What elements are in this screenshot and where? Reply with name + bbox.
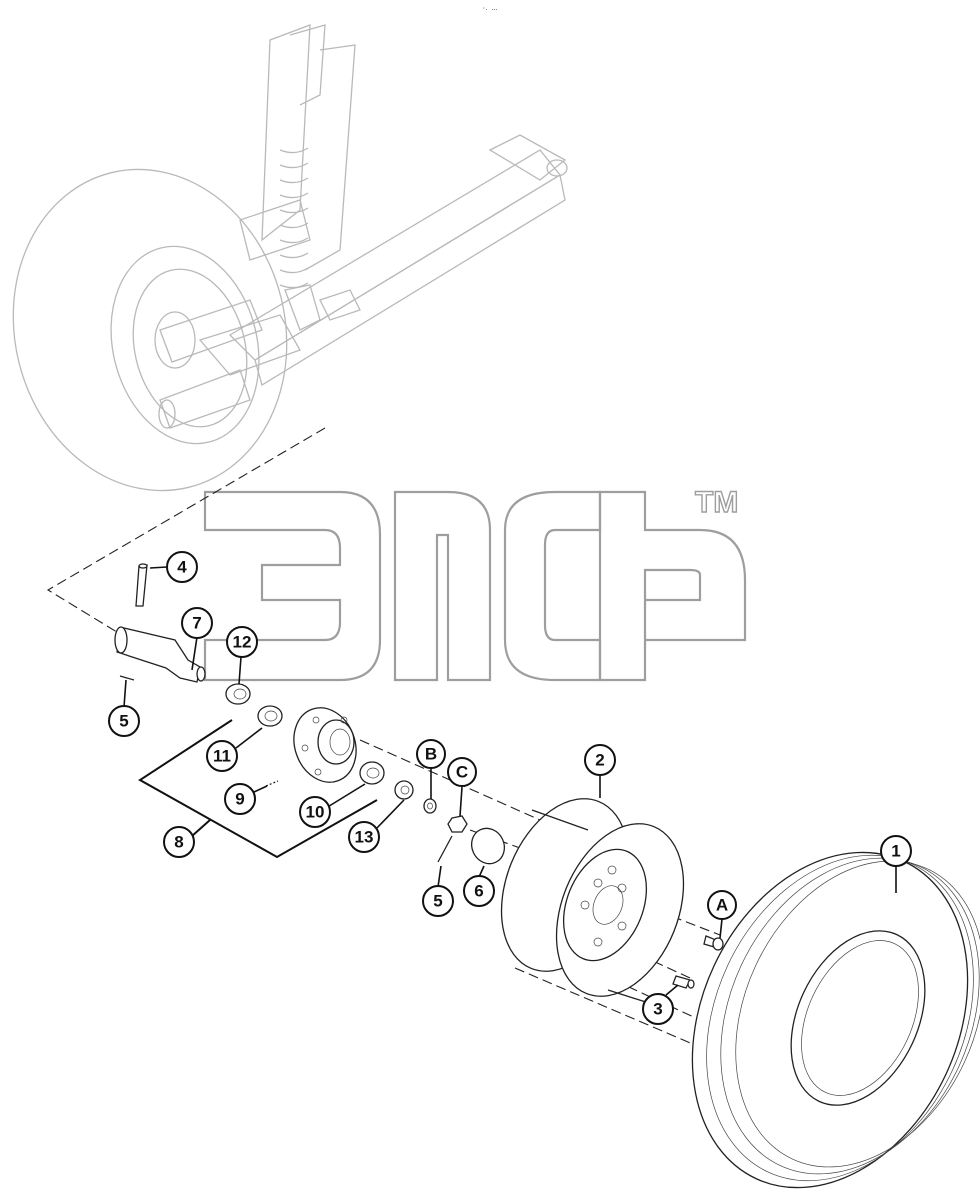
svg-text:1: 1 <box>891 842 900 861</box>
part-inner-bearing <box>257 705 283 727</box>
part-outer-bearing <box>359 761 385 785</box>
watermark-logo: TM <box>203 485 747 682</box>
svg-text:6: 6 <box>474 882 483 901</box>
leader-lines <box>123 566 897 996</box>
callout-a: A <box>707 890 737 920</box>
part-seal <box>225 683 251 705</box>
watermark-letter-p <box>393 490 492 682</box>
callout-13: 13 <box>348 821 380 853</box>
callout-7: 7 <box>181 607 213 639</box>
svg-text:2: 2 <box>595 751 604 770</box>
svg-text:3: 3 <box>653 1000 662 1019</box>
part-spindle <box>114 626 206 683</box>
ghost-tire <box>12 168 288 492</box>
callout-8: 8 <box>163 826 195 858</box>
svg-text:13: 13 <box>355 828 374 847</box>
ghost-beam <box>228 149 561 361</box>
svg-text:4: 4 <box>177 558 187 577</box>
svg-text:9: 9 <box>235 790 244 809</box>
ghost-spring <box>279 147 309 289</box>
part-hub <box>293 707 357 783</box>
callout-2: 2 <box>584 744 616 776</box>
part-castle-nut <box>447 815 468 833</box>
group-bracket <box>138 719 378 859</box>
callout-5-spindle: 5 <box>108 705 140 737</box>
svg-text:8: 8 <box>174 833 183 852</box>
svg-text:B: B <box>425 745 437 764</box>
svg-text:10: 10 <box>306 803 325 822</box>
svg-text:C: C <box>456 763 468 782</box>
part-pin <box>135 563 148 607</box>
watermark-letter-c <box>503 490 602 682</box>
svg-text:5: 5 <box>119 712 128 731</box>
callout-9: 9 <box>224 783 256 815</box>
svg-text:12: 12 <box>233 633 252 652</box>
callout-4: 4 <box>166 551 198 583</box>
part-hub-cap <box>470 827 506 865</box>
part-bearing-cone <box>394 780 414 800</box>
callout-12: 12 <box>226 626 258 658</box>
callout-6: 6 <box>463 875 495 907</box>
svg-text:5: 5 <box>433 892 442 911</box>
part-wheel-bolt <box>703 935 724 951</box>
callout-3: 3 <box>642 993 674 1025</box>
background-axle-assembly <box>12 24 568 492</box>
ghost-rim <box>110 245 260 445</box>
callout-11: 11 <box>206 740 238 772</box>
callout-1: 1 <box>880 835 912 867</box>
callout-10: 10 <box>299 796 331 828</box>
part-cotter-pin-1 <box>119 675 135 681</box>
part-grease-fitting <box>265 780 279 787</box>
ghost-bracket <box>261 24 311 242</box>
svg-text:7: 7 <box>192 614 201 633</box>
svg-text:11: 11 <box>213 747 231 766</box>
header-mark: ·․ ․․․ <box>482 5 497 12</box>
watermark-letter-e <box>203 490 382 682</box>
callout-b: B <box>416 739 446 769</box>
part-washer <box>423 798 437 814</box>
callout-c: C <box>447 757 477 787</box>
callout-5-nut: 5 <box>422 885 454 917</box>
part-cotter-pin-2 <box>437 835 453 863</box>
part-wheel-rim <box>500 798 685 1006</box>
svg-text:A: A <box>716 896 728 915</box>
watermark-tm: TM <box>695 486 738 519</box>
part-tire <box>691 851 980 1189</box>
